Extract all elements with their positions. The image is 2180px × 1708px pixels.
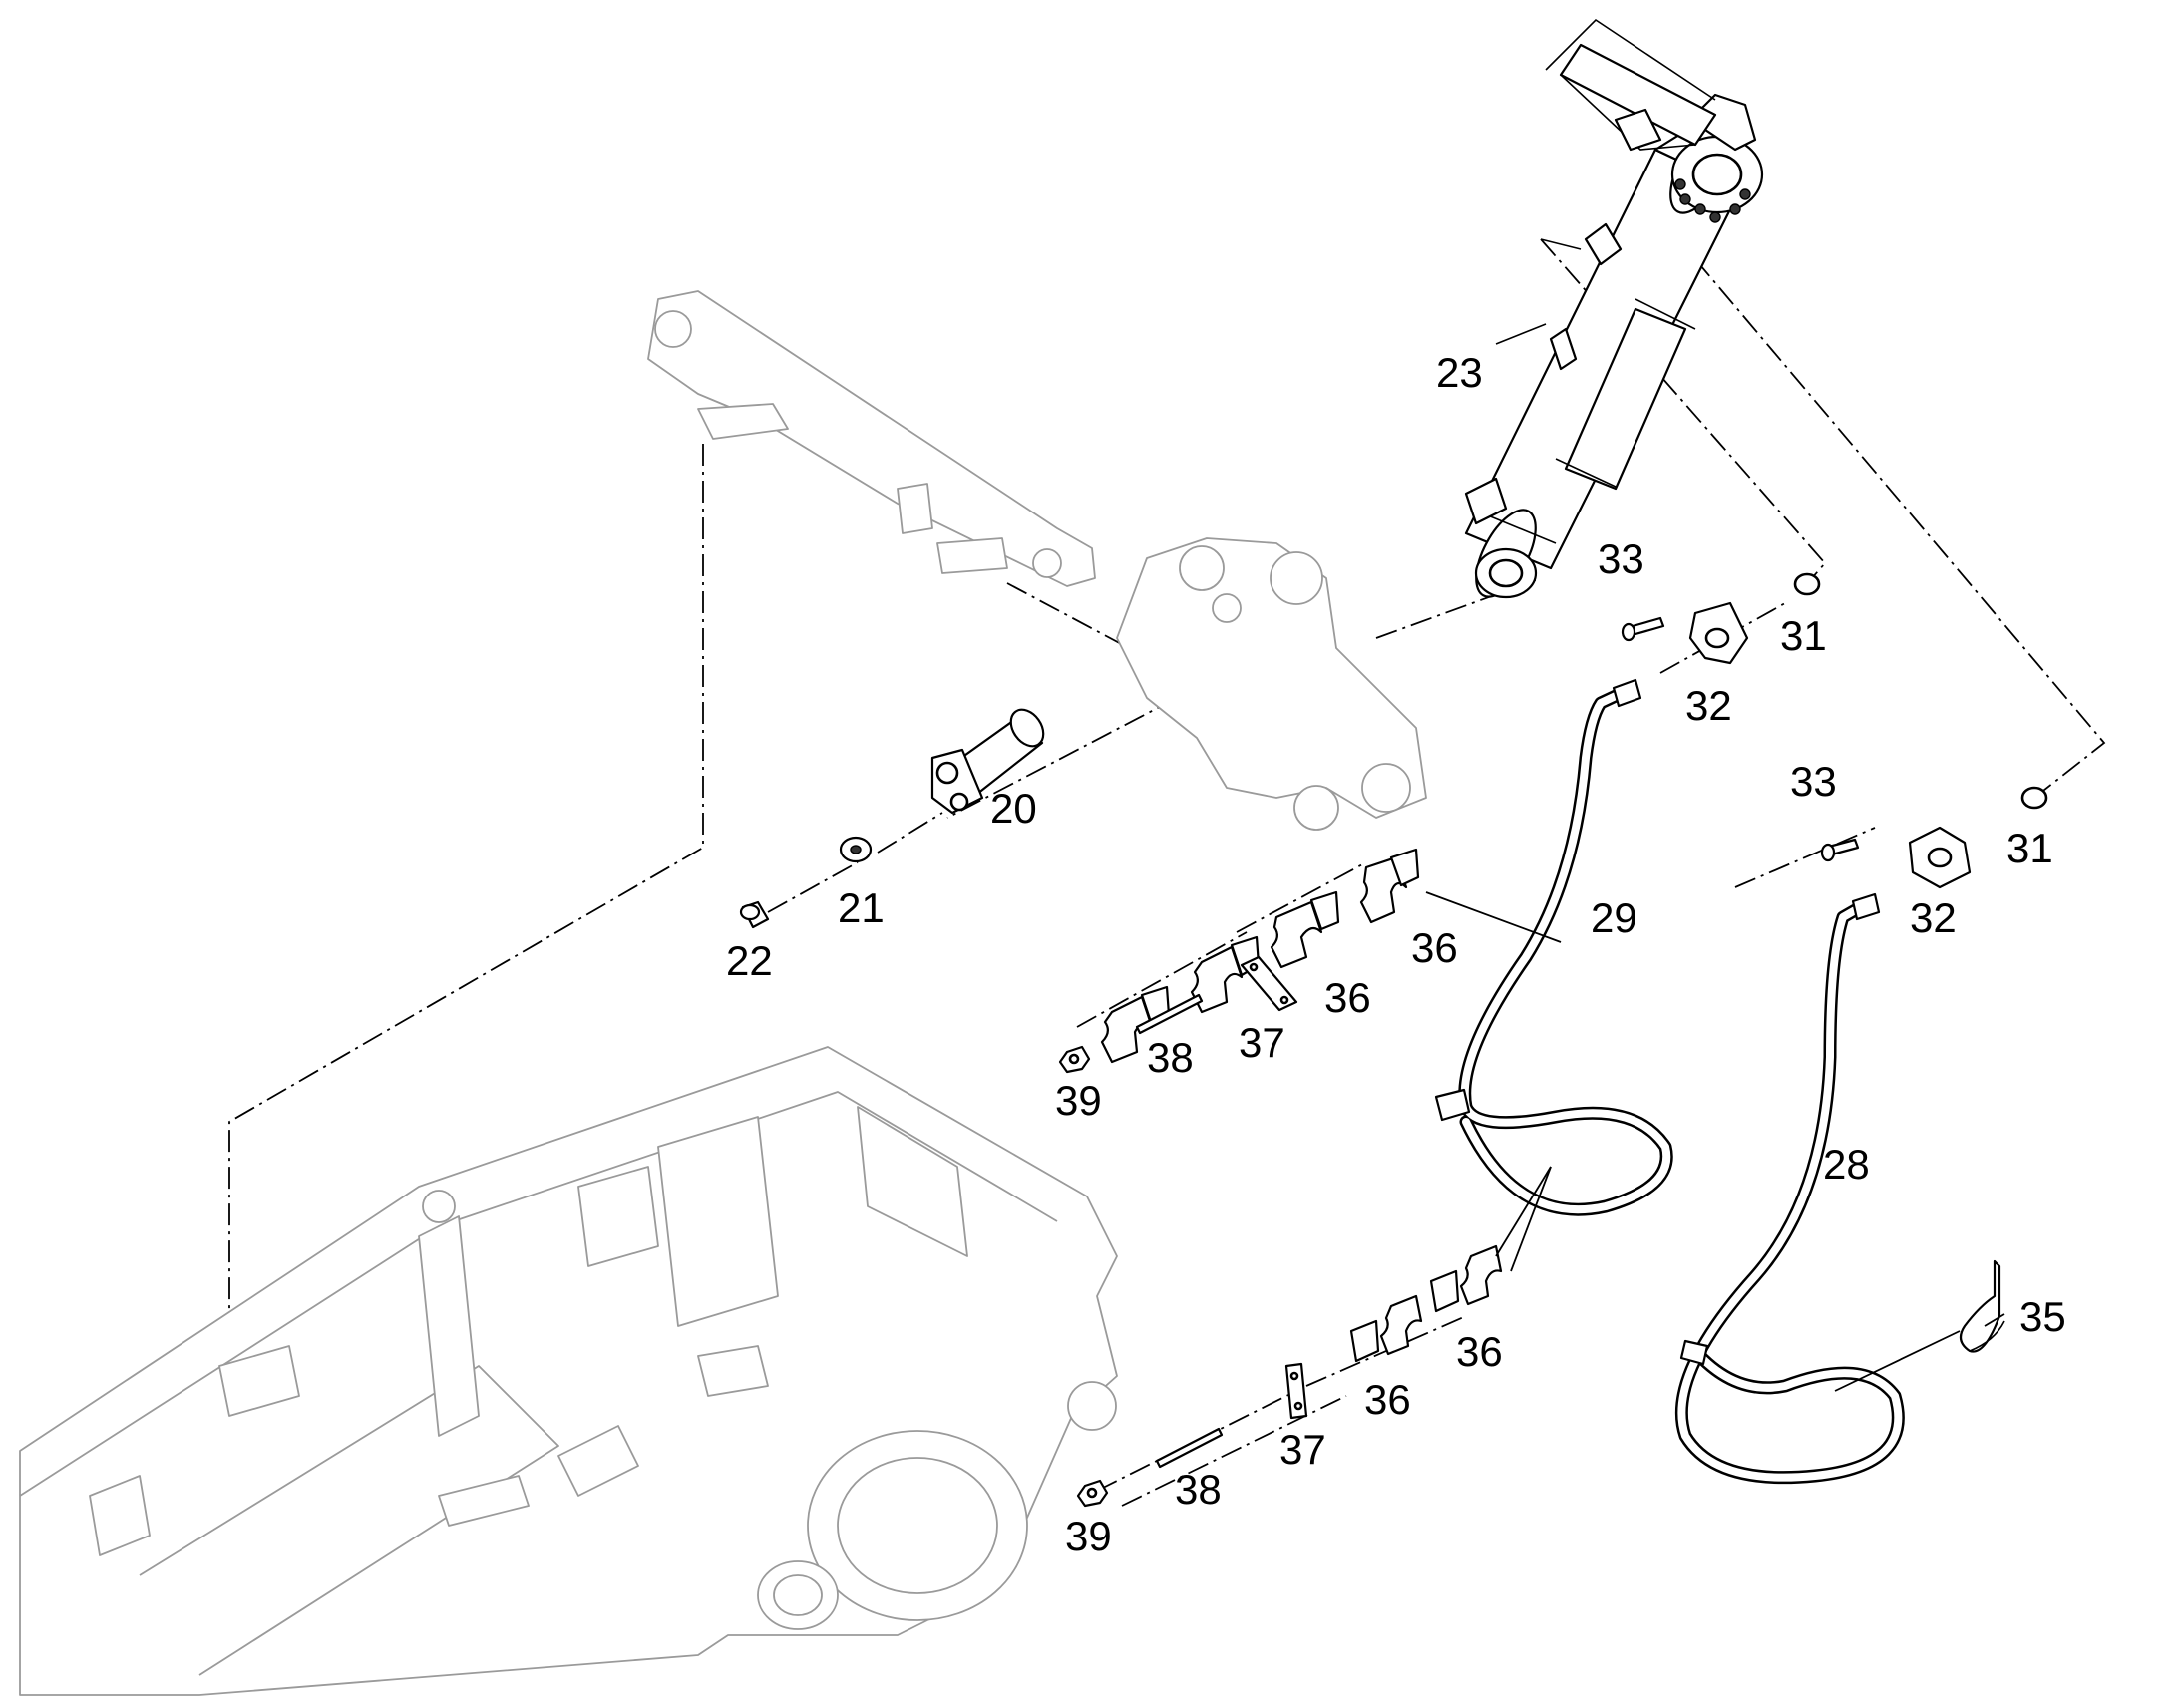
callout-36-b: 36 <box>1324 974 1371 1021</box>
callout-20: 20 <box>990 785 1037 832</box>
pin <box>930 708 1045 815</box>
callout-31-upper: 31 <box>1780 612 1827 659</box>
callout-23: 23 <box>1436 349 1483 396</box>
screw-lower <box>1820 838 1860 862</box>
callout-28: 28 <box>1823 1141 1870 1188</box>
callout-38-lower: 38 <box>1175 1466 1222 1513</box>
plate-upper <box>1240 955 1298 1012</box>
callout-33-upper: 33 <box>1598 535 1644 582</box>
screw-upper <box>1621 616 1665 642</box>
callout-32-lower: 32 <box>1910 894 1957 941</box>
chassis-frame-ghost <box>19 1046 1118 1696</box>
callout-36-a: 36 <box>1411 924 1458 971</box>
flange-half-upper <box>1688 601 1749 665</box>
callout-32-upper: 32 <box>1685 682 1732 729</box>
callout-39-upper: 39 <box>1055 1077 1102 1124</box>
clamp-halves-lower <box>1349 1244 1503 1363</box>
callout-29: 29 <box>1591 894 1637 941</box>
hydraulic-cylinder <box>1464 18 1764 599</box>
bolt-small <box>739 900 770 929</box>
callout-36-c: 36 <box>1456 1328 1503 1375</box>
stud-lower <box>1155 1427 1224 1469</box>
callout-33-lower: 33 <box>1790 758 1837 805</box>
cable-tie <box>1959 1259 2005 1353</box>
leader-lines <box>1425 891 2005 1392</box>
callout-35: 35 <box>2019 1293 2066 1340</box>
clamp-halves-upper <box>1100 848 1420 1064</box>
washer <box>839 836 873 863</box>
callout-39-lower: 39 <box>1065 1513 1112 1559</box>
callout-22: 22 <box>726 937 773 984</box>
nut-lower <box>1076 1479 1109 1508</box>
hose-upper <box>1434 678 1673 1216</box>
bracket-ghost <box>1116 537 1427 831</box>
callout-labels: 23 20 21 22 33 31 32 33 31 32 29 36 36 3… <box>726 349 2066 1559</box>
upper-arm-ghost <box>647 290 1096 587</box>
callout-37-lower: 37 <box>1279 1426 1326 1473</box>
callout-21: 21 <box>838 884 885 931</box>
o-ring-upper <box>1793 572 1821 596</box>
stud-upper <box>1135 993 1204 1035</box>
callout-37-upper: 37 <box>1239 1019 1285 1066</box>
o-ring-lower <box>2020 786 2048 810</box>
callout-38-upper: 38 <box>1147 1034 1194 1081</box>
callout-31-lower: 31 <box>2006 825 2053 871</box>
nut-upper <box>1058 1045 1091 1074</box>
callout-36-d: 36 <box>1364 1376 1411 1423</box>
flange-half-lower <box>1908 826 1972 889</box>
plate-lower <box>1284 1362 1308 1420</box>
hose-lower <box>1674 892 1905 1485</box>
